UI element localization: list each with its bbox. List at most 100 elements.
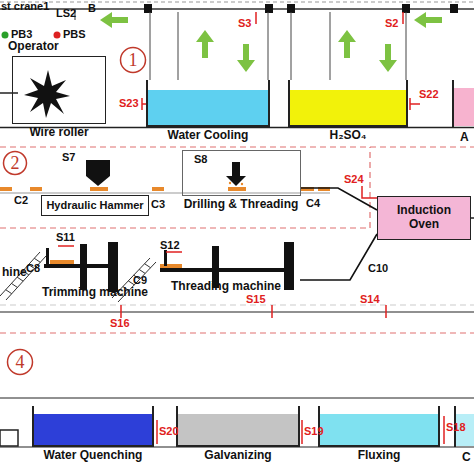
- station-shape: [176, 406, 300, 447]
- conveyor-line: [300, 234, 377, 280]
- part-label: Operator: [8, 40, 59, 54]
- process-tank: Water Cooling: [146, 80, 270, 146]
- work-piece: [152, 187, 164, 191]
- hoist-frame: [406, 12, 407, 80]
- crane-rail: [287, 4, 295, 13]
- station-shape: [12, 56, 106, 124]
- wire-roller-station: Wire roller: [12, 56, 106, 144]
- section-boundary: [0, 147, 474, 333]
- part-label: S7: [62, 151, 75, 164]
- sensor-tick: [166, 251, 182, 253]
- process-tank: Galvanizing: [176, 406, 300, 468]
- node-label: H₂SO₄: [329, 129, 366, 143]
- inclined-conveyor: [6, 290, 12, 294]
- node-label: Water Quenching: [44, 449, 143, 463]
- node-label: Water Cooling: [168, 129, 249, 143]
- sensor-label: S16: [110, 317, 130, 330]
- sensor-label: S23: [119, 97, 139, 110]
- section-number: 4: [6, 348, 34, 376]
- sensor-tick: [443, 416, 445, 444]
- partial-tank: [0, 430, 18, 446]
- section-number: 1: [119, 46, 147, 74]
- section-boundary: [0, 332, 474, 333]
- part-label: C10: [368, 262, 388, 275]
- hoist-arrow: [338, 30, 356, 58]
- conveyor: [0, 193, 330, 194]
- hammer-symbol: [86, 160, 110, 186]
- part-label: S12: [160, 239, 180, 252]
- section-boundary: [0, 227, 370, 228]
- floor-line: [0, 311, 474, 312]
- hammer-symbol: [86, 160, 110, 176]
- part-label: C8: [26, 262, 40, 275]
- sensor-tick: [409, 98, 411, 110]
- part-label: A: [460, 131, 469, 145]
- machine-symbol: [284, 242, 294, 290]
- hammer-symbol: [86, 176, 110, 186]
- section-number-text: 2: [11, 153, 20, 174]
- part-label: LS2: [56, 7, 76, 20]
- node-label: Galvanizing: [204, 449, 271, 463]
- section-number-text: 4: [16, 352, 25, 373]
- work-piece: [50, 260, 74, 264]
- station-shape: [318, 406, 440, 447]
- part-label: S11: [56, 231, 75, 244]
- direction-arrow: [100, 12, 128, 28]
- part-label: C2: [14, 194, 28, 207]
- section-boundary: [369, 147, 370, 228]
- inclined-conveyor: [139, 269, 145, 273]
- push-button: [2, 32, 9, 39]
- node-label: Induction Oven: [381, 204, 467, 232]
- drill-symbol: [229, 182, 231, 184]
- machine-symbol: [46, 248, 49, 264]
- part-label: S8: [194, 153, 207, 166]
- crane-rail: [144, 4, 152, 13]
- node-label: Trimming machine: [42, 286, 148, 300]
- wire-roller-symbol: [24, 70, 70, 118]
- drill-symbol: [226, 176, 246, 186]
- sensor-tick: [385, 305, 387, 318]
- sensor-label: S22: [419, 88, 439, 101]
- process-tank: Water Quenching: [32, 406, 154, 468]
- sensor-tick: [271, 305, 273, 318]
- sensor-tick: [402, 12, 404, 24]
- node-label: Threading machine: [171, 280, 281, 294]
- machine-symbol: [80, 244, 87, 290]
- partial-tank: [452, 80, 454, 127]
- machine-symbol: [108, 242, 118, 292]
- part-label: PBS: [63, 28, 86, 41]
- part-label: C3: [151, 198, 165, 211]
- part-label: C9: [133, 274, 147, 287]
- sensor-tick: [301, 420, 303, 444]
- section-boundary: [0, 304, 474, 305]
- sensor-tick: [410, 103, 420, 105]
- machine-symbol: [160, 268, 284, 272]
- conveyor: [0, 193, 330, 194]
- sensor-tick: [362, 186, 378, 198]
- part-label: C: [462, 451, 471, 465]
- station-shape: [32, 406, 154, 447]
- section-circle: [121, 48, 146, 73]
- sensor-label: S14: [360, 293, 380, 306]
- hoist-frame: [150, 12, 151, 80]
- inclined-conveyor: [11, 283, 17, 287]
- wire-roller-symbol: [0, 92, 18, 94]
- sensor-label: S2: [385, 17, 398, 30]
- inclined-conveyor: [0, 252, 40, 296]
- station-shape: [146, 80, 270, 127]
- crane-rail: [265, 4, 273, 13]
- node-label: Drilling & Threading: [184, 198, 299, 212]
- hoist-arrow: [196, 30, 397, 72]
- inclined-conveyor: [34, 258, 40, 262]
- partial-tank: [0, 80, 474, 447]
- work-piece: [160, 264, 182, 268]
- sensor-label: S18: [446, 421, 466, 434]
- partial-tank: [453, 88, 474, 126]
- drill-symbol: [232, 162, 240, 176]
- node-label: Fluxing: [358, 449, 401, 463]
- sensor-tick: [156, 420, 158, 444]
- sensor-label: S15: [246, 293, 266, 306]
- push-button: [54, 32, 61, 39]
- work-piece: [0, 189, 330, 266]
